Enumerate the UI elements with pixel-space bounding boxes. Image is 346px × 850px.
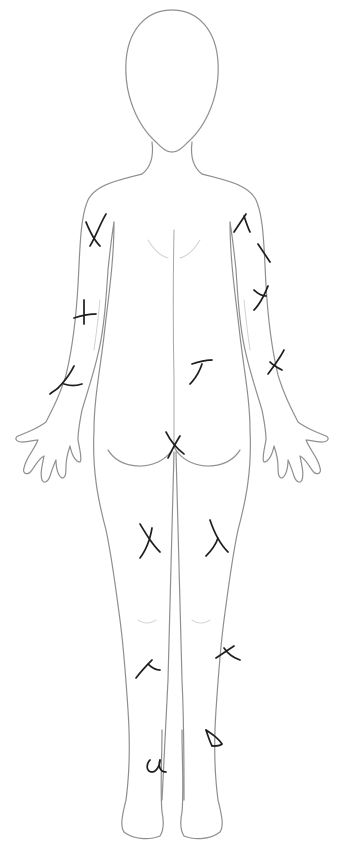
mark-left-shoulder [234, 214, 270, 262]
mark-right-calf [136, 660, 160, 678]
neck-outline-right [191, 142, 202, 174]
arm-inner-right [244, 300, 250, 350]
shoulder-blade-left [148, 240, 168, 258]
neck-outline [142, 142, 153, 174]
inner-leg-line [162, 452, 174, 800]
arm-inner-left [94, 300, 100, 350]
knee-right [192, 620, 210, 623]
mark-lower-back [190, 360, 212, 384]
mark-left-ankle [206, 730, 222, 746]
buttock-curve-left [108, 446, 174, 466]
knee-left [138, 620, 156, 623]
buttock-curve-right [174, 446, 240, 466]
head-outline [126, 10, 218, 152]
spine-line [173, 230, 174, 446]
mark-right-upper-arm [86, 214, 106, 246]
shoulder-blade-right [180, 240, 200, 258]
right-body-contour [202, 174, 328, 482]
mark-right-thigh [140, 524, 160, 558]
mark-left-upper-arm [254, 286, 268, 310]
mark-left-forearm [268, 350, 284, 374]
left-body-contour [16, 174, 142, 482]
mark-left-thigh [206, 520, 228, 556]
mark-right-forearm [50, 366, 82, 394]
